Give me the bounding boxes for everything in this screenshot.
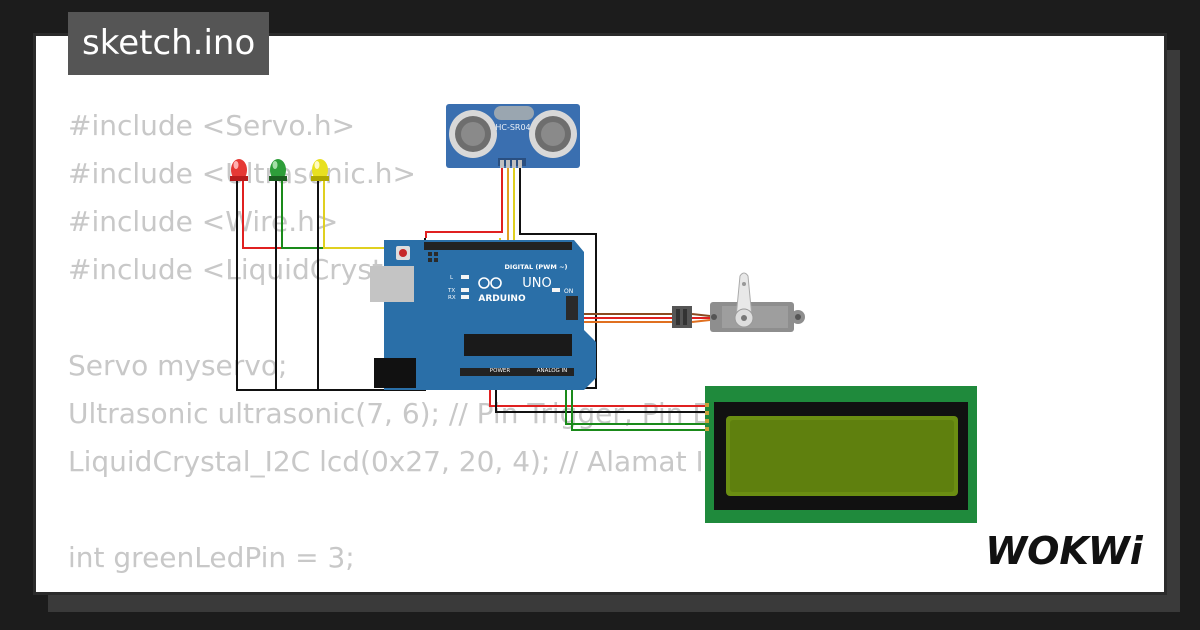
code-line: #include <Wire.h> [68, 205, 339, 238]
wire-sensor-echo [513, 168, 518, 247]
lcd-display [705, 386, 977, 523]
usb-port [370, 266, 414, 302]
wire-sensor-trig [507, 168, 513, 247]
atmega-chip [464, 334, 572, 356]
board-model: UNO [522, 276, 551, 291]
servo-motor [672, 272, 805, 332]
wire-lcd-scl [571, 382, 710, 431]
on-label: ON [564, 288, 573, 295]
ultrasonic-sensor: HC-SR04 [446, 104, 580, 168]
digital-header [424, 242, 572, 250]
wire-lcd-sda [565, 382, 710, 425]
power-jack [374, 358, 416, 388]
power-analog-header [460, 368, 574, 376]
wire-lcd-gnd [495, 382, 710, 413]
code-line: Ultrasonic ultrasonic(7, 6); // Pin Trig… [68, 397, 761, 430]
rx-label: RX [448, 295, 456, 301]
wire-led-yellow [323, 180, 501, 249]
code-line: Servo myservo; [68, 349, 288, 382]
arduino-brand: ARDUINO [478, 294, 526, 304]
code-line: int yellowLedPin = 4; [68, 582, 760, 592]
logo-text: WOKWi [985, 529, 1144, 573]
sketch-title: sketch.ino [68, 12, 270, 75]
led-yellow [311, 159, 329, 181]
code-line: LiquidCrystal_I2C lcd(0x27, 20, 4); // A… [68, 445, 742, 478]
sensor-label: HC-SR04 [495, 123, 530, 132]
wire-sensor-vcc [425, 168, 503, 238]
led-green [269, 159, 287, 181]
code-line: int greenLedPin = 3; [68, 541, 355, 574]
code-line: #include <Servo.h> [68, 109, 356, 142]
arduino-uno-board: DIGITAL (PWM ~) ARDUINO UNO POWER ANALOG… [370, 240, 596, 390]
digital-label: DIGITAL (PWM ~) [505, 263, 568, 271]
wire-led-green [281, 180, 405, 249]
code-background: #include <Servo.h>#include <Ultrasonic.h… [68, 102, 761, 592]
tx-label: TX [447, 288, 455, 294]
power-label: POWER [490, 368, 511, 374]
wokwi-logo: WOKWi [985, 529, 1144, 573]
l-label: L [450, 275, 454, 281]
led-red [230, 159, 248, 181]
analog-label: ANALOG IN [537, 368, 568, 374]
